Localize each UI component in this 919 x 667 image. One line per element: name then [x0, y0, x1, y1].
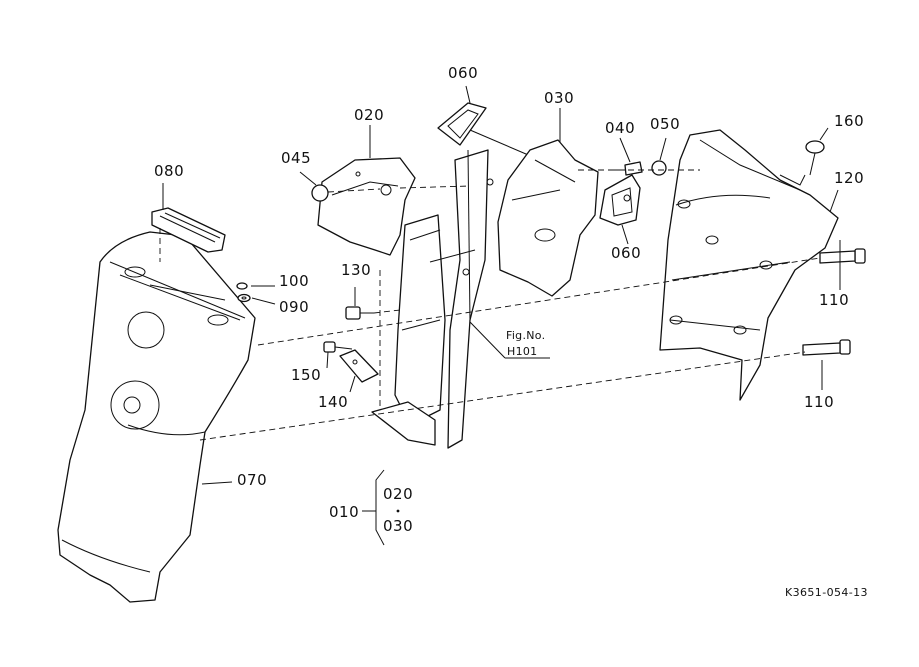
alignment-line-shroud: [399, 185, 471, 189]
column-frame: [371, 149, 494, 449]
washers-100-090: [236, 282, 276, 305]
callout-160: 160: [834, 112, 865, 130]
callout-040: 040: [605, 119, 636, 137]
boot-060-bottom: [599, 174, 641, 226]
drawing-code: K3651-054-13: [785, 586, 868, 599]
plug-045: [311, 184, 381, 202]
callout-030: 030: [544, 89, 575, 107]
callout-150: 150: [291, 366, 322, 384]
callout-060-bottom: 060: [611, 244, 642, 262]
callout-020: 020: [354, 106, 385, 124]
callout-120: 120: [834, 169, 865, 187]
callout-leaders: [162, 85, 839, 485]
clip-160: [805, 140, 825, 176]
callout-110-lower: 110: [804, 393, 835, 411]
callout-100: 100: [279, 272, 310, 290]
callout-080: 080: [154, 162, 185, 180]
callout-090: 090: [279, 298, 310, 316]
bolt-130: [345, 306, 401, 320]
callout-045: 045: [281, 149, 312, 167]
group-bracket-010: [362, 469, 400, 546]
bolt-110-upper: [819, 240, 866, 290]
figure-ref-label: Fig.No.: [506, 329, 546, 342]
screw-040: [610, 161, 643, 176]
callout-030-group: 030: [383, 517, 414, 535]
figure-ref-number: H101: [507, 345, 538, 358]
callout-070: 070: [237, 471, 268, 489]
callout-130: 130: [341, 261, 372, 279]
callout-010: 010: [329, 503, 360, 521]
shroud-020: [317, 157, 416, 256]
nut-050: [651, 160, 667, 176]
callout-110-upper: 110: [819, 291, 850, 309]
alignment-line-upper: [257, 257, 821, 346]
cap-060-top: [437, 102, 541, 161]
callout-020-group: 020: [383, 485, 414, 503]
bolt-110-lower: [802, 339, 851, 390]
callout-140: 140: [318, 393, 349, 411]
shroud-030: [497, 139, 599, 297]
plate-140: [339, 349, 379, 383]
figure-ref-leader: [469, 321, 550, 359]
callout-050: 050: [650, 115, 681, 133]
side-panel-120: [659, 129, 839, 401]
cover-080: [151, 207, 226, 262]
lower-panel-070: [57, 231, 256, 603]
alignment-line-lower: [199, 351, 806, 441]
bolt-150: [323, 341, 353, 353]
callout-060-top: 060: [448, 64, 479, 82]
